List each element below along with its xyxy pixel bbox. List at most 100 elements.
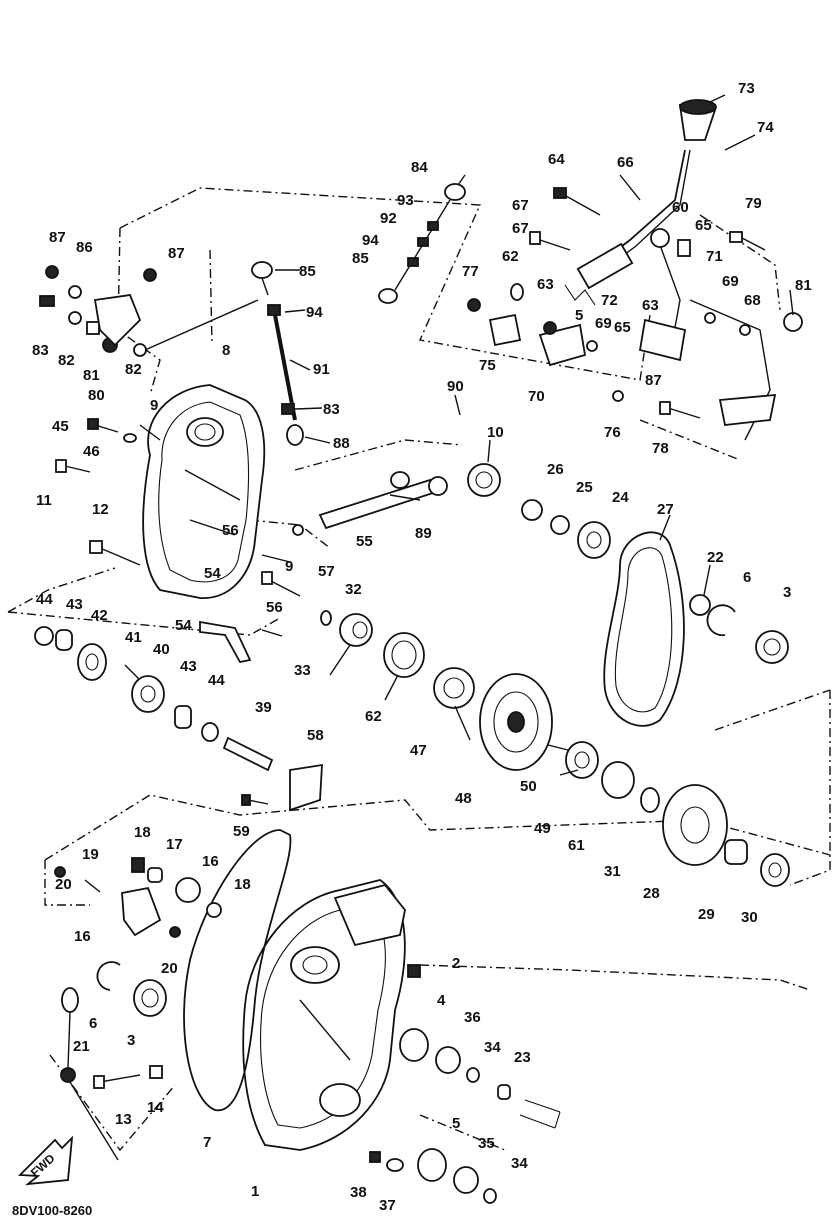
callout-29: 29: [698, 906, 715, 923]
callout-27: 27: [657, 501, 674, 518]
callout-73: 73: [738, 80, 755, 97]
callout-49: 49: [534, 820, 551, 837]
leader-lines: [144, 94, 794, 776]
callout-56b: 56: [266, 599, 283, 616]
callout-85b: 85: [299, 263, 316, 280]
callout-16b: 16: [74, 928, 91, 945]
shift-linkage: [538, 149, 777, 441]
callout-32: 32: [345, 581, 362, 598]
callout-59: 59: [233, 823, 250, 840]
callout-38: 38: [350, 1184, 367, 1201]
callout-30: 30: [741, 909, 758, 926]
callout-5b: 5: [575, 307, 583, 324]
callout-94b: 94: [306, 304, 323, 321]
callout-90: 90: [447, 378, 464, 395]
callout-62a: 62: [502, 248, 519, 265]
callout-63b: 63: [642, 297, 659, 314]
callout-9a: 9: [150, 397, 158, 414]
callout-46: 46: [83, 443, 100, 460]
callout-61b: 61: [568, 837, 585, 854]
callout-20a: 20: [55, 876, 72, 893]
housing-cover: [142, 384, 266, 599]
callout-40: 40: [153, 641, 170, 658]
callout-85a: 85: [352, 250, 369, 267]
callout-74: 74: [757, 119, 774, 136]
callout-31: 31: [604, 863, 621, 880]
small-parts: [34, 183, 803, 1204]
callout-79: 79: [745, 195, 762, 212]
callout-83a: 83: [32, 342, 49, 359]
callout-84: 84: [411, 159, 428, 176]
callout-9b: 9: [285, 558, 293, 575]
callout-58: 58: [307, 727, 324, 744]
drive-belt-27: [603, 531, 685, 727]
callout-87b: 87: [168, 245, 185, 262]
callout-60: 60: [672, 199, 689, 216]
shift-knob-73: [678, 99, 717, 141]
callout-87c: 87: [645, 372, 662, 389]
callout-66: 66: [617, 154, 634, 171]
callout-18b: 18: [234, 876, 251, 893]
callout-3b: 3: [127, 1032, 135, 1049]
drive-belt-7: [183, 829, 292, 1111]
callout-64: 64: [548, 151, 565, 168]
callout-28: 28: [643, 885, 660, 902]
callout-68: 68: [744, 292, 761, 309]
callout-48: 48: [455, 790, 472, 807]
callout-13: 13: [115, 1111, 132, 1128]
callout-54b: 54: [175, 617, 192, 634]
callout-39: 39: [255, 699, 272, 716]
callout-34b: 34: [511, 1155, 528, 1172]
callout-23: 23: [514, 1049, 531, 1066]
crankcase: [242, 879, 406, 1151]
callout-1: 1: [251, 1183, 259, 1200]
callout-labels: 73 74 64 66 84 93 67 60 79 92 65 87 94 8…: [32, 80, 812, 1214]
callout-77: 77: [462, 263, 479, 280]
callout-16a: 16: [202, 853, 219, 870]
callout-20b: 20: [161, 960, 178, 977]
callout-11: 11: [36, 492, 52, 509]
callout-72: 72: [601, 292, 618, 309]
callout-5a: 5: [452, 1115, 460, 1132]
callout-47: 47: [410, 742, 427, 759]
callout-25: 25: [576, 479, 593, 496]
callout-65b: 65: [614, 319, 631, 336]
callout-34a: 34: [484, 1039, 501, 1056]
callout-45: 45: [52, 418, 69, 435]
callout-44b: 44: [208, 672, 225, 689]
callout-88: 88: [333, 435, 350, 452]
callout-71: 71: [706, 248, 723, 265]
callout-41: 41: [125, 629, 142, 646]
callout-43b: 43: [180, 658, 197, 675]
callout-50: 50: [520, 778, 537, 795]
callout-12: 12: [92, 501, 109, 518]
callout-22: 22: [707, 549, 724, 566]
callout-4: 4: [437, 992, 446, 1009]
callout-43a: 43: [66, 596, 83, 613]
callout-69b: 69: [595, 315, 612, 332]
callout-83b: 83: [323, 401, 340, 418]
callout-92: 92: [380, 210, 397, 227]
callout-89: 89: [415, 525, 432, 542]
callout-35: 35: [478, 1135, 495, 1152]
callout-18a: 18: [134, 824, 151, 841]
callout-70: 70: [528, 388, 545, 405]
callout-94a: 94: [362, 232, 379, 249]
forward-direction-arrow: FWD: [17, 1135, 74, 1186]
callout-82b: 82: [125, 361, 142, 378]
callout-33: 33: [294, 662, 311, 679]
callout-57: 57: [318, 563, 335, 580]
callout-19: 19: [82, 846, 99, 863]
callout-54a: 54: [204, 565, 221, 582]
diagram-code: 8DV100-8260: [12, 1203, 92, 1217]
callout-82a: 82: [58, 352, 75, 369]
callout-8: 8: [222, 342, 230, 359]
callout-6b: 6: [89, 1015, 97, 1032]
callout-7: 7: [203, 1134, 211, 1151]
callout-6a: 6: [743, 569, 751, 586]
callout-81: 81: [795, 277, 812, 294]
callout-87a: 87: [49, 229, 66, 246]
callout-42: 42: [91, 607, 108, 624]
callout-14: 14: [147, 1099, 164, 1116]
callout-69a: 69: [722, 273, 739, 290]
